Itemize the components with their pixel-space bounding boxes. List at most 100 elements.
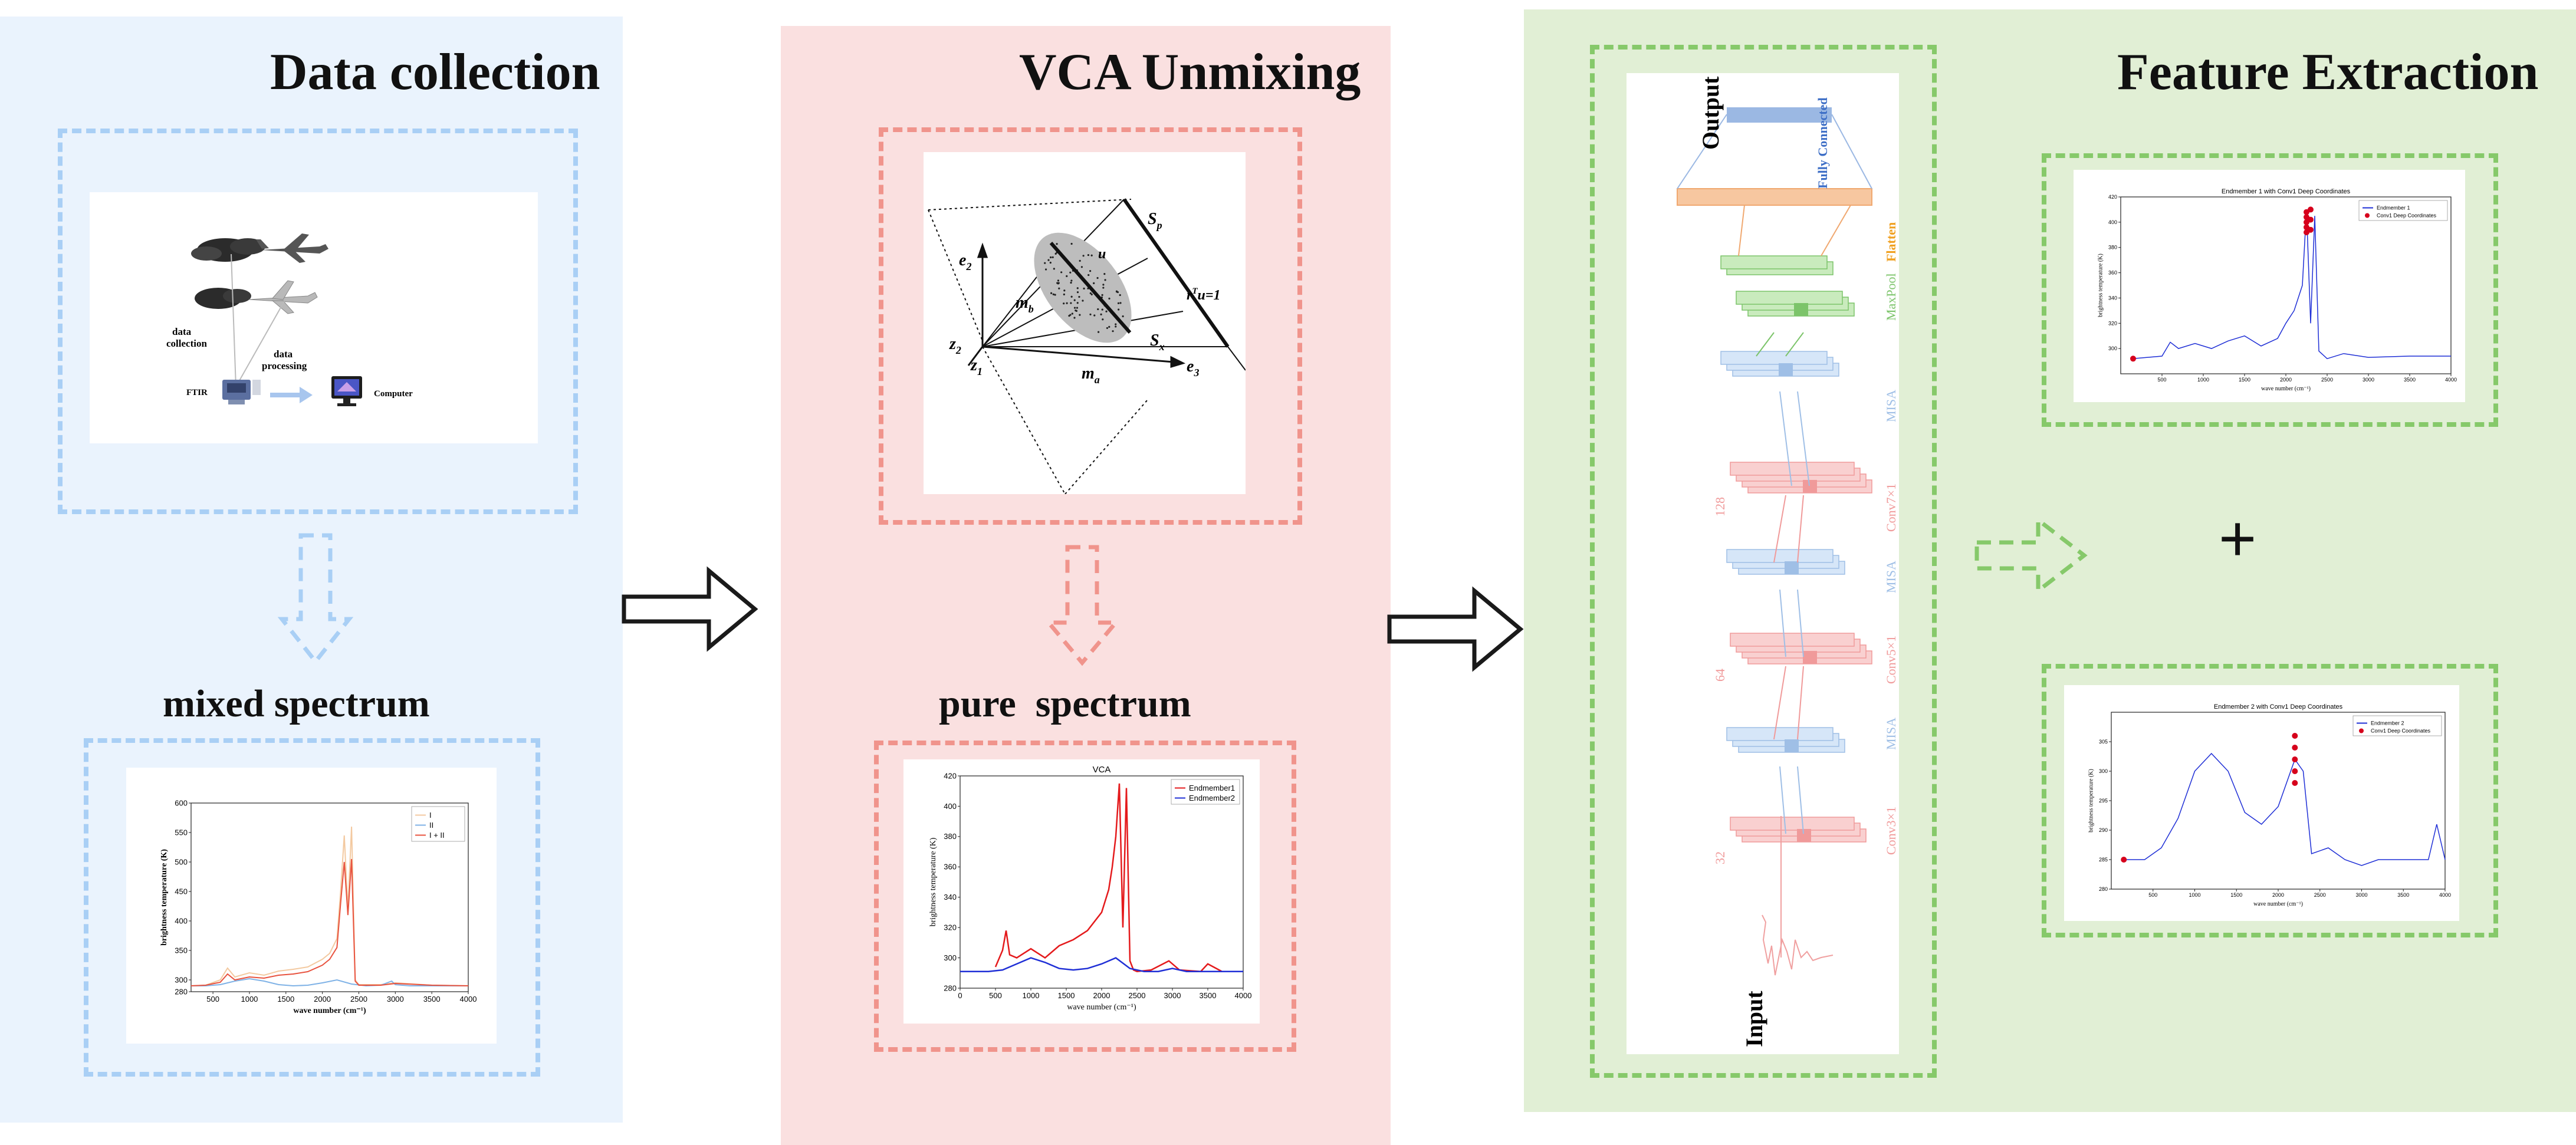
e2-label: e2 <box>959 251 971 272</box>
z2-label: z2 <box>949 335 961 356</box>
series-line-1 <box>190 826 469 986</box>
sample-point <box>1068 315 1070 317</box>
sample-point <box>1063 289 1066 292</box>
y-tick-label: 300 <box>944 953 957 962</box>
legend-box <box>1171 779 1240 805</box>
x-tick-label: 500 <box>989 991 1002 1000</box>
sample-point <box>1101 308 1103 311</box>
sample-point <box>1054 294 1056 296</box>
x-tick-label: 4000 <box>2439 892 2451 898</box>
series-line-1 <box>2133 209 2451 360</box>
sample-point <box>1079 259 1081 262</box>
series-line-1 <box>2124 752 2446 866</box>
computer-label: Computer <box>374 389 413 399</box>
channels-128-label: 128 <box>1713 497 1727 516</box>
sample-point <box>1108 325 1110 328</box>
data-collection-title: Data collection <box>270 44 600 101</box>
connector <box>1797 391 1810 486</box>
data-collection-label: data <box>172 326 192 337</box>
connector <box>1779 589 1786 657</box>
sample-point <box>1073 307 1076 309</box>
connector <box>1738 205 1745 256</box>
sample-point <box>1075 310 1078 312</box>
data-collection-label-2: collection <box>166 338 207 349</box>
y-tick-label: 400 <box>2108 219 2117 225</box>
x-tick-label: 3500 <box>1200 991 1217 1000</box>
connector <box>1797 666 1804 740</box>
x-tick-label: 2500 <box>2321 377 2333 383</box>
connector <box>1797 766 1804 834</box>
mixed-spectrum-title: mixed spectrum <box>163 682 430 725</box>
x-tick-label: 4000 <box>460 995 477 1003</box>
conv3-layer <box>1730 817 1855 831</box>
sample-point <box>1101 294 1103 296</box>
sample-point <box>1102 287 1105 289</box>
x-tick-label: 3000 <box>2355 892 2367 898</box>
misa-layer-focus <box>1779 363 1793 376</box>
sample-point <box>1117 302 1120 304</box>
x-axis-label: wave number (cm⁻¹) <box>2261 386 2311 392</box>
y-tick-label: 280 <box>2099 886 2108 892</box>
sample-point <box>1082 300 1084 302</box>
sample-point <box>1115 290 1118 292</box>
data-point <box>2292 745 2298 751</box>
sample-point <box>1108 297 1110 300</box>
y-tick-label: 350 <box>175 946 188 955</box>
x-tick-label: 1000 <box>2189 892 2200 898</box>
maxpool-layer <box>1720 255 1828 269</box>
misa-label-1: MISA <box>1884 390 1898 422</box>
sample-point <box>1057 279 1060 282</box>
y-tick-label: 290 <box>2099 827 2108 833</box>
conv7-layer-focus <box>1803 480 1817 493</box>
conv5-layer <box>1730 633 1855 647</box>
series-line-1 <box>994 783 1243 973</box>
y-tick-label: 600 <box>175 798 188 807</box>
legend-label: Endmember 1 <box>2377 205 2410 211</box>
legend-marker <box>2365 213 2370 218</box>
sample-point <box>1122 315 1124 318</box>
data-processing-label-2: processing <box>262 360 307 371</box>
sample-point <box>1083 287 1085 290</box>
y-tick-label: 300 <box>2108 346 2117 351</box>
sample-point <box>1119 302 1122 304</box>
x-tick-label: 1000 <box>241 995 258 1003</box>
sample-point <box>1063 293 1065 295</box>
x-tick-label: 2500 <box>350 995 367 1003</box>
y-tick-label: 280 <box>944 983 957 992</box>
sample-point <box>1070 302 1072 304</box>
data-processing-label: data <box>274 348 293 360</box>
connector <box>1785 332 1804 357</box>
y-tick-label: 340 <box>944 893 957 901</box>
sample-point <box>1047 259 1050 261</box>
sample-point <box>1054 252 1057 255</box>
output-layer <box>1727 107 1832 123</box>
x-tick-label: 500 <box>206 995 219 1003</box>
sample-point <box>1076 287 1079 289</box>
x-tick-label: 1500 <box>2230 892 2242 898</box>
mixed-spectrum-frame <box>84 738 540 1077</box>
vca-title: VCA Unmixing <box>1019 44 1361 101</box>
arrow-icon <box>270 387 313 403</box>
pure-spectrum-frame <box>874 741 1296 1052</box>
legend-label: Conv1 Deep Coordinates <box>2377 213 2437 219</box>
sample-point <box>1102 318 1104 321</box>
vca-geometry: e2 mb u Sp rTu=1 Sx ma e3 z2 z1 <box>924 152 1246 495</box>
conv7-label: Conv7×1 <box>1884 483 1898 532</box>
connector <box>1797 495 1804 563</box>
data-point <box>2130 356 2136 362</box>
sample-point <box>1087 274 1090 277</box>
right-arrow-icon <box>1974 515 2088 595</box>
sample-point <box>1070 279 1073 282</box>
sample-point <box>1105 310 1108 312</box>
sample-point <box>1093 314 1096 317</box>
legend-label: II <box>429 821 433 830</box>
z1-label: z1 <box>970 356 983 377</box>
sample-point <box>1119 294 1121 297</box>
sample-point <box>1066 302 1068 304</box>
legend-label: I <box>429 811 432 820</box>
sample-point <box>1052 293 1054 295</box>
series-line-3 <box>190 858 469 986</box>
y-tick-label: 380 <box>2108 245 2117 251</box>
